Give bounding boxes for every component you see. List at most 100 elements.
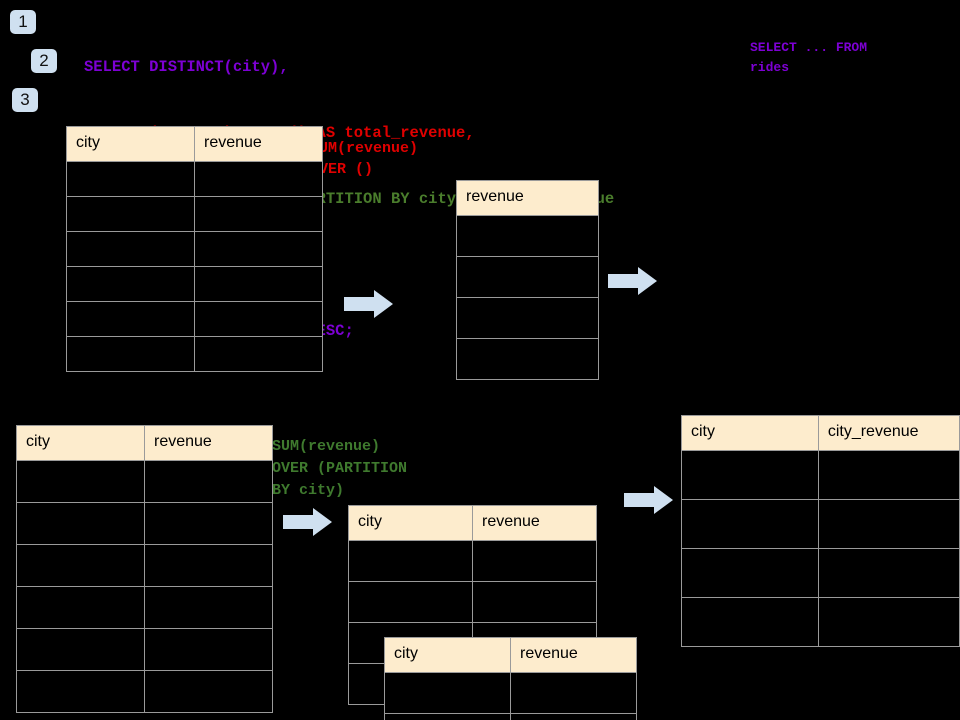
table-row	[456, 297, 599, 339]
table-cell	[817, 499, 960, 549]
table-row	[16, 460, 273, 503]
table-row	[66, 336, 323, 372]
table-cell	[16, 628, 145, 671]
column-header-city: city	[66, 126, 195, 162]
table-cell	[384, 713, 511, 720]
table-cell	[510, 713, 637, 720]
table-row	[16, 544, 273, 587]
flow-arrow-right-icon	[624, 486, 673, 514]
table-row	[348, 581, 597, 623]
source-table-bottom: city revenue	[16, 425, 273, 713]
table-header-row: city revenue	[66, 126, 323, 162]
table-cell	[66, 301, 195, 337]
table-cell	[194, 231, 323, 267]
table-cell	[456, 338, 599, 380]
source-table-top: city revenue	[66, 126, 323, 372]
table-header-row: city revenue	[16, 425, 273, 461]
table-cell	[144, 586, 273, 629]
table-cell	[194, 161, 323, 197]
column-header-city: city	[348, 505, 473, 541]
table-row	[384, 672, 637, 714]
revenue-only-table: revenue	[456, 180, 599, 380]
step-badge-2: 2	[31, 49, 57, 73]
partition-table-front: city revenue	[384, 637, 637, 720]
table-cell	[16, 586, 145, 629]
annotation-select-from: SELECT ... FROM rides	[750, 40, 868, 75]
table-cell	[817, 548, 960, 598]
partition-table-back: city revenue	[348, 505, 597, 705]
table-cell	[472, 581, 597, 623]
table-cell	[194, 196, 323, 232]
table-cell	[348, 581, 473, 623]
table-cell	[16, 502, 145, 545]
table-row	[456, 338, 599, 380]
table-row	[681, 548, 960, 598]
table-cell	[66, 266, 195, 302]
table-row	[66, 196, 323, 232]
result-table: city city_revenue	[681, 415, 960, 647]
table-cell	[817, 597, 960, 647]
column-header-revenue: revenue	[456, 180, 599, 216]
column-header-city: city	[16, 425, 145, 461]
table-row	[681, 450, 960, 500]
table-cell	[194, 336, 323, 372]
table-cell	[472, 540, 597, 582]
table-cell	[681, 450, 819, 500]
table-cell	[66, 161, 195, 197]
column-header-revenue: revenue	[194, 126, 323, 162]
flow-arrow-right-icon	[283, 508, 332, 536]
table-row	[16, 586, 273, 629]
table-cell	[16, 544, 145, 587]
table-cell	[66, 196, 195, 232]
table-row	[681, 597, 960, 647]
table-row	[66, 301, 323, 337]
flow-arrow-right-icon	[608, 267, 657, 295]
table-row	[66, 161, 323, 197]
table-cell	[194, 301, 323, 337]
table-row	[456, 215, 599, 257]
table-cell	[456, 256, 599, 298]
table-header-row: city revenue	[348, 505, 597, 541]
table-header-row: city revenue	[384, 637, 637, 673]
table-cell	[456, 215, 599, 257]
column-header-city: city	[384, 637, 511, 673]
table-row	[348, 540, 597, 582]
table-row	[66, 266, 323, 302]
column-header-revenue: revenue	[144, 425, 273, 461]
table-cell	[681, 499, 819, 549]
table-cell	[510, 672, 637, 714]
column-header-revenue: revenue	[510, 637, 637, 673]
table-cell	[144, 502, 273, 545]
table-row	[66, 231, 323, 267]
table-header-row: revenue	[456, 180, 599, 216]
table-cell	[456, 297, 599, 339]
sql-line-select: SELECT DISTINCT(city),	[84, 58, 289, 76]
table-row	[681, 499, 960, 549]
table-cell	[144, 628, 273, 671]
table-header-row: city city_revenue	[681, 415, 960, 451]
column-header-city-revenue: city_revenue	[817, 415, 960, 451]
table-row	[456, 256, 599, 298]
table-cell	[66, 336, 195, 372]
table-cell	[66, 231, 195, 267]
table-cell	[16, 670, 145, 713]
table-cell	[384, 672, 511, 714]
table-row	[16, 670, 273, 713]
table-cell	[144, 460, 273, 503]
step-badge-1: 1	[10, 10, 36, 34]
table-cell	[681, 548, 819, 598]
table-cell	[144, 544, 273, 587]
table-cell	[144, 670, 273, 713]
table-cell	[817, 450, 960, 500]
table-cell	[681, 597, 819, 647]
column-header-revenue: revenue	[472, 505, 597, 541]
table-cell	[194, 266, 323, 302]
column-header-city: city	[681, 415, 819, 451]
table-cell	[348, 540, 473, 582]
step-badge-3: 3	[12, 88, 38, 112]
table-row	[16, 502, 273, 545]
table-row	[16, 628, 273, 671]
table-row	[384, 713, 637, 720]
annotation-sum-over-all: SUM(revenue) OVER ()	[310, 140, 419, 178]
